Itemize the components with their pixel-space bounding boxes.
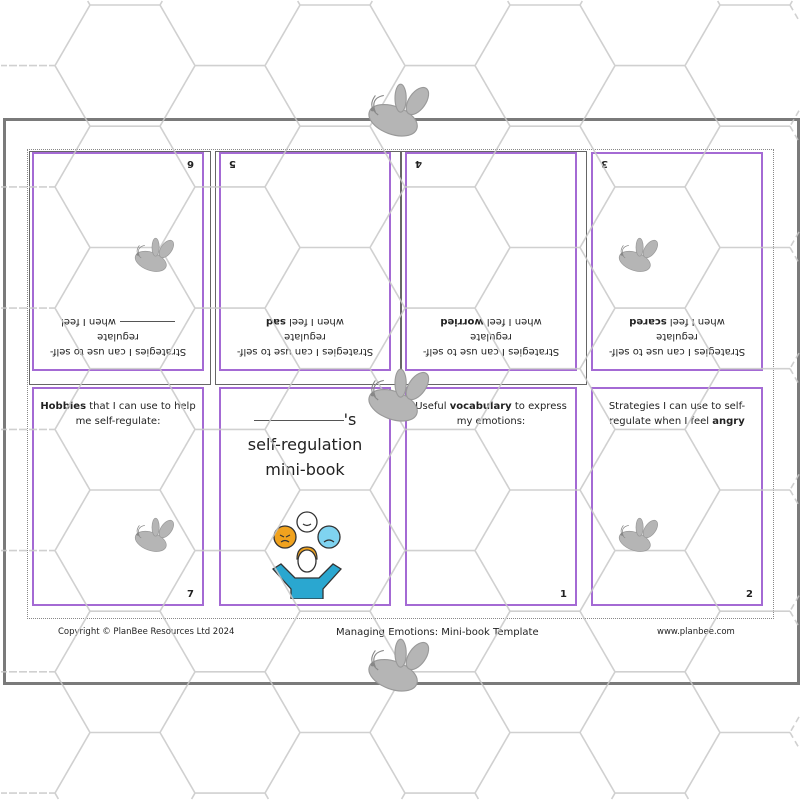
page-number: 2 [746, 589, 753, 600]
cover-line2: mini-book [265, 460, 345, 479]
blank-line [119, 321, 175, 323]
page-6-card: Strategies I can use to self-regulate whe… [32, 152, 204, 371]
prompt-line1: Strategies I can use to self-regulate [608, 331, 746, 357]
copyright-text: Copyright © PlanBee Resources Ltd 2024 [58, 627, 235, 637]
prompt-bold: angry [712, 416, 745, 427]
cover-card: 's self-regulation mini-book [219, 387, 391, 606]
page-number: 1 [560, 589, 567, 600]
page-2-card: Strategies I can use to self-regulate wh… [591, 387, 763, 606]
prompt-line2: when I feel [289, 316, 344, 327]
page-number: 6 [187, 158, 194, 169]
page-number: 7 [187, 589, 194, 600]
cover-suffix: 's [343, 410, 357, 429]
page-number: 5 [229, 158, 236, 169]
prompt-text: Useful [415, 401, 450, 412]
page-7-card: Hobbies that I can use to help me self-r… [32, 387, 204, 606]
prompt-text: that I can use to help me self-regulate: [75, 401, 196, 427]
page-1-card: Useful vocabulary to express my emotions… [405, 387, 577, 606]
prompt-line2: when I feel [669, 316, 725, 327]
juggling-emotions-icon [271, 511, 343, 599]
prompt-line2: when I feel [61, 316, 116, 327]
name-blank [253, 420, 344, 421]
page-4-card: Strategies I can use to self-regulate whe… [405, 152, 577, 371]
footer-title: Managing Emotions: Mini-book Template [336, 627, 539, 638]
prompt-line1: Strategies I can use to self-regulate [236, 331, 374, 357]
prompt-line1: Strategies I can use to self-regulate [49, 331, 187, 357]
website-link[interactable]: www.planbee.com [657, 627, 735, 637]
page-number: 3 [601, 158, 608, 169]
emotion: sad [266, 316, 286, 327]
emotion: worried [440, 316, 484, 327]
page-number: 4 [415, 158, 422, 169]
prompt-bold: vocabulary [449, 401, 512, 412]
emotion: scared [629, 316, 667, 327]
prompt-bold: Hobbies [40, 401, 87, 412]
prompt-line1: Strategies I can use to self-regulate [422, 331, 560, 357]
prompt-line2: when I feel [486, 316, 542, 327]
page-5-card: Strategies I can use to self-regulate whe… [219, 152, 391, 371]
cover-line1: self-regulation [247, 435, 363, 454]
page-3-card: Strategies I can use to self-regulate whe… [591, 152, 763, 371]
